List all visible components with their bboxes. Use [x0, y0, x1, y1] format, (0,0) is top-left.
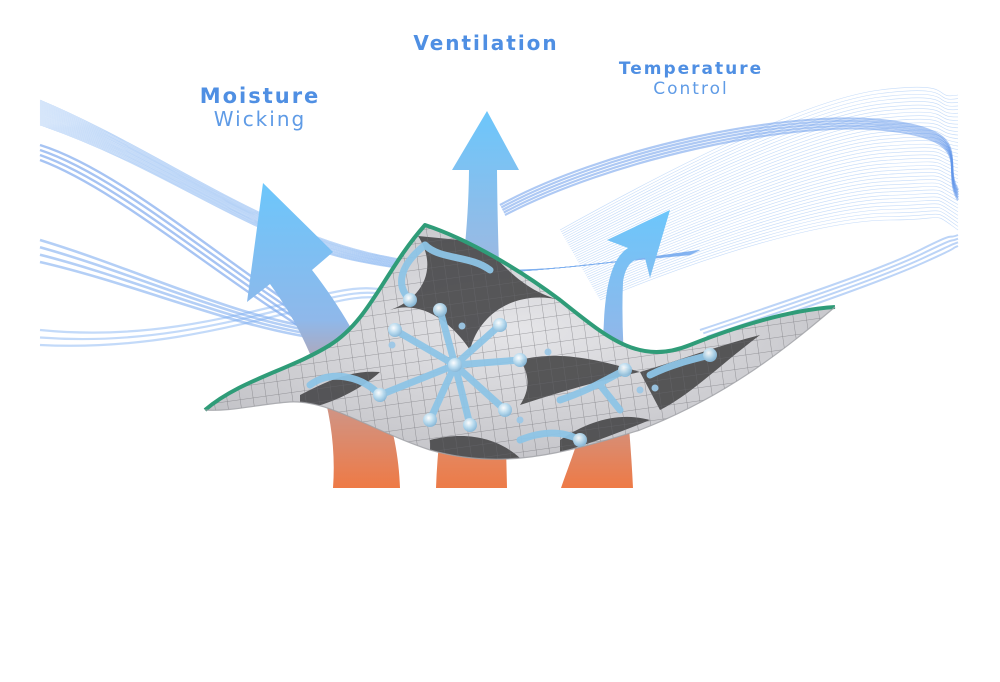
airflow-line: [39, 101, 700, 271]
water-droplet: [513, 353, 527, 367]
water-droplet: [498, 403, 512, 417]
airflow-line: [501, 122, 959, 211]
small-droplet: [544, 348, 552, 356]
airflow-line: [582, 161, 959, 270]
airflow-line: [39, 110, 696, 272]
temperature-control-label: Temperature Control: [606, 59, 776, 99]
water-vein: [451, 356, 524, 369]
airflow-line: [598, 213, 959, 299]
airflow-line: [586, 175, 959, 278]
airflow-line: [595, 203, 959, 293]
airflow-line: [594, 199, 959, 291]
water-droplet: [703, 348, 717, 362]
airflow-line: [570, 122, 959, 250]
airflow-line: [590, 186, 959, 284]
airflow-line: [599, 217, 959, 301]
water-vein: [451, 361, 474, 429]
airflow-line: [39, 105, 698, 271]
airflow-line: [39, 104, 699, 271]
airflow-line: [571, 125, 959, 252]
airflow-line: [702, 237, 959, 335]
small-droplet: [651, 384, 659, 392]
airflow-line: [39, 113, 695, 273]
water-vein: [391, 326, 459, 369]
airflow-line: [699, 234, 959, 331]
airflow-line: [565, 104, 959, 240]
water-vein: [421, 241, 494, 274]
water-vein: [376, 361, 459, 399]
airflow-line: [39, 103, 699, 271]
water-vein: [436, 306, 459, 369]
temperature-label-strong: Temperature: [618, 59, 764, 79]
ventilation-label-strong: Ventilation: [413, 31, 559, 55]
moisture-wicking-label: Moisture Wicking: [180, 84, 340, 131]
small-droplet: [516, 416, 524, 424]
airflow-line: [593, 196, 959, 289]
airflow-line: [597, 210, 959, 297]
airflow-line: [560, 90, 959, 233]
water-vein: [451, 321, 504, 369]
water-droplet: [373, 388, 387, 402]
airflow-line: [591, 189, 959, 286]
water-droplet: [493, 318, 507, 332]
small-droplet: [636, 386, 644, 394]
airflow-line: [39, 112, 695, 272]
airflow-line: [39, 111, 696, 272]
moisture-label-light: Wicking: [213, 107, 307, 132]
water-vein: [596, 381, 624, 414]
airflow-line: [592, 193, 959, 288]
airflow-line: [39, 121, 692, 274]
airflow-line: [587, 179, 959, 280]
water-droplet: [463, 418, 477, 432]
airflow-line: [583, 165, 959, 272]
airflow-line: [39, 122, 691, 274]
airflow-line: [39, 123, 691, 274]
water-droplet: [573, 433, 587, 447]
water-droplet: [448, 358, 462, 372]
water-droplet: [618, 363, 632, 377]
ventilation-label: Ventilation: [396, 32, 576, 55]
small-droplet: [458, 322, 466, 330]
airflow-line: [39, 106, 698, 272]
airflow-line: [706, 241, 959, 338]
water-vein: [426, 361, 459, 424]
airflow-line: [596, 206, 959, 295]
airflow-line: [504, 127, 959, 216]
water-vein: [451, 361, 509, 414]
airflow-line: [563, 97, 959, 236]
airflow-line: [39, 99, 701, 271]
water-droplet: [433, 303, 447, 317]
temperature-label-light: Control: [653, 78, 729, 99]
airflow-line: [39, 102, 699, 271]
water-vein: [306, 372, 384, 399]
water-droplet: [423, 413, 437, 427]
airflow-line: [39, 100, 700, 271]
airflow-line: [559, 86, 959, 231]
airflow-line: [564, 101, 959, 238]
small-droplet: [388, 341, 396, 349]
water-droplet: [403, 293, 417, 307]
airflow-line: [572, 129, 959, 253]
water-droplet: [388, 323, 402, 337]
airflow-line: [39, 124, 691, 274]
moisture-label-strong: Moisture: [199, 84, 321, 108]
airflow-line: [581, 158, 959, 269]
airflow-line: [589, 182, 959, 282]
airflow-line: [585, 172, 959, 276]
airflow-line: [562, 94, 959, 235]
airflow-line: [39, 114, 695, 273]
airflow-line: [39, 108, 697, 272]
airflow-line: [39, 107, 697, 272]
airflow-line: [584, 168, 959, 274]
airflow-line: [39, 109, 697, 272]
